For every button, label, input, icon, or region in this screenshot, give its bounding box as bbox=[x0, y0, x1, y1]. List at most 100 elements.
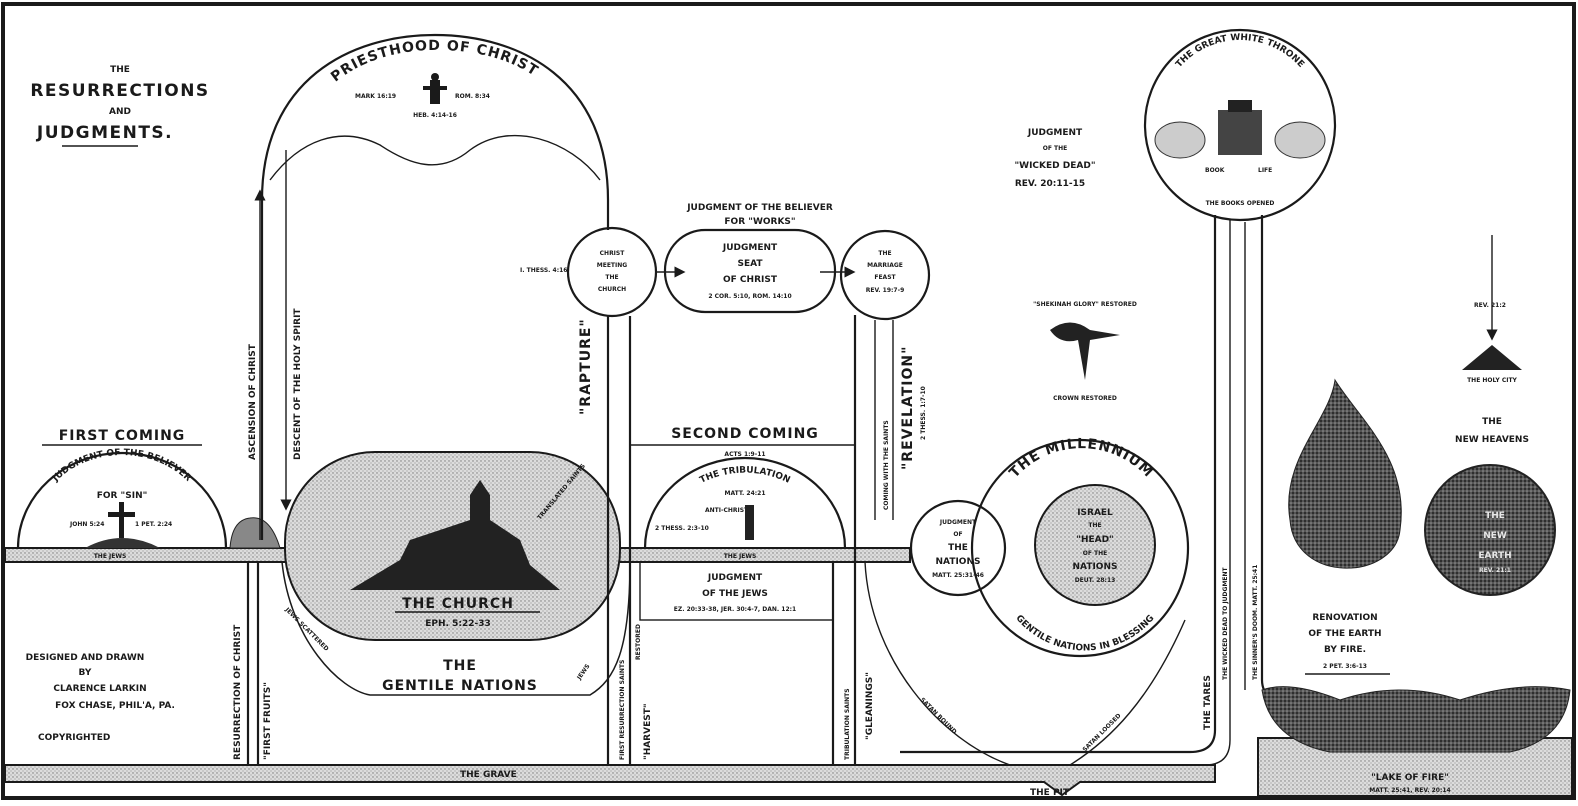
israel-label: "HEAD" bbox=[1076, 535, 1114, 545]
resurrection-of-christ-label: RESURRECTION OF CHRIST bbox=[233, 624, 243, 760]
revelation-ref: 2 THESS. 1:7-10 bbox=[920, 386, 927, 440]
church-building-icon bbox=[350, 480, 560, 590]
jews-restored-label: JEWS bbox=[575, 663, 591, 682]
nations-label: THE bbox=[948, 543, 968, 553]
tribulation-thess-ref: 2 THESS. 2:3-10 bbox=[655, 525, 709, 532]
credits: DESIGNED AND DRAWN BY CLARENCE LARKIN FO… bbox=[26, 653, 175, 743]
ref-label: 1 PET. 2:24 bbox=[135, 521, 172, 528]
meeting-label: THE bbox=[605, 274, 618, 281]
restored-label: RESTORED bbox=[635, 624, 642, 660]
meeting-label: CHRIST bbox=[600, 250, 626, 257]
throne-label: THE GREAT WHITE THRONE bbox=[1174, 33, 1306, 70]
descent-label: DESCENT OF THE HOLY SPIRIT bbox=[293, 308, 303, 460]
ref-label: HEB. 4:14-16 bbox=[413, 112, 457, 119]
renovation-label: RENOVATION bbox=[1312, 613, 1377, 623]
renovation-label: OF THE EARTH bbox=[1308, 629, 1381, 639]
grave-label: THE GRAVE bbox=[460, 770, 517, 780]
jews-band-label: THE JEWS bbox=[94, 553, 127, 560]
judgment-jews-box bbox=[639, 561, 834, 621]
renovation-ref: 2 PET. 3:6-13 bbox=[1323, 663, 1367, 670]
for-sin-label: FOR "SIN" bbox=[97, 491, 148, 501]
tribulation-ref: MATT. 24:21 bbox=[724, 490, 765, 497]
new-earth-label: NEW bbox=[1483, 531, 1507, 541]
church-label: THE CHURCH bbox=[402, 596, 514, 612]
priesthood-arch bbox=[260, 33, 610, 540]
judgment-seat-label: SEAT bbox=[737, 259, 763, 269]
title-line: JUDGMENTS. bbox=[36, 123, 173, 143]
books-opened-label: THE BOOKS OPENED bbox=[1206, 200, 1275, 207]
title-line: AND bbox=[109, 107, 131, 117]
new-earth-label: THE bbox=[1485, 511, 1505, 521]
ref-label: MARK 16:19 bbox=[355, 93, 396, 100]
wicked-to-judgment-label: THE WICKED DEAD TO JUDGMENT bbox=[1222, 566, 1229, 680]
israel-label: NATIONS bbox=[1073, 562, 1118, 572]
title-line: RESURRECTIONS bbox=[30, 81, 209, 101]
earth-on-fire-icon bbox=[1288, 378, 1402, 569]
second-coming-ref: ACTS 1:9-11 bbox=[724, 451, 765, 458]
israel-label: OF THE bbox=[1083, 550, 1108, 557]
new-heavens-label: NEW HEAVENS bbox=[1455, 435, 1529, 445]
judgment-jews-ref: EZ. 20:33-38, JER. 30:4-7, DAN. 12:1 bbox=[674, 606, 796, 613]
gentile-nations-label: GENTILE NATIONS bbox=[382, 678, 538, 694]
first-coming-label: FIRST COMING bbox=[59, 428, 186, 444]
israel-label: ISRAEL bbox=[1077, 508, 1113, 518]
judgment-for-sin-label: JUDGMENT OF THE BELIEVER bbox=[50, 448, 193, 484]
israel-label: THE bbox=[1088, 522, 1101, 529]
new-earth-globe bbox=[1424, 464, 1556, 596]
ascension-label: ASCENSION OF CHRIST bbox=[248, 343, 258, 460]
ref-label: JOHN 5:24 bbox=[69, 521, 104, 528]
first-coming-dome bbox=[16, 451, 228, 549]
first-fruits-label: "FIRST FRUITS" bbox=[263, 682, 273, 760]
judgment-nations-circle bbox=[909, 499, 1007, 597]
israel-circle bbox=[1034, 484, 1156, 606]
first-resurrection-label: FIRST RESURRECTION SAINTS bbox=[619, 660, 626, 760]
great-white-throne-circle bbox=[1143, 28, 1337, 222]
revelation-label: "REVELATION" bbox=[900, 346, 916, 470]
life-label: LIFE bbox=[1258, 167, 1272, 174]
satan-loosed-label: SATAN LOOSED bbox=[1081, 712, 1122, 753]
credit-line: COPYRIGHTED bbox=[38, 733, 110, 743]
nations-label: NATIONS bbox=[936, 557, 981, 567]
svg-text:JUDGMENT OF THE BELIEVER: JUDGMENT OF THE BELIEVER bbox=[50, 448, 193, 484]
book-label: BOOK bbox=[1205, 167, 1225, 174]
shekinah-label: "SHEKINAH GLORY" RESTORED bbox=[1033, 301, 1137, 308]
judgment-seat-label: JUDGMENT bbox=[722, 243, 778, 253]
tomb-icon bbox=[229, 517, 281, 549]
thess-ref: I. THESS. 4:16 bbox=[520, 267, 567, 274]
nations-ref: MATT. 25:31-46 bbox=[932, 572, 984, 579]
works-header: FOR "WORKS" bbox=[724, 217, 795, 227]
marriage-feast-circle bbox=[839, 229, 931, 321]
feast-label: FEAST bbox=[874, 274, 896, 281]
sinners-doom-label: THE SINNER'S DOOM. MATT. 25:41 bbox=[1252, 565, 1259, 680]
nations-label: OF bbox=[953, 531, 962, 538]
harvest-label: "HARVEST" bbox=[643, 703, 653, 760]
holy-city-label: THE HOLY CITY bbox=[1467, 377, 1517, 384]
millennium-circle bbox=[970, 438, 1190, 658]
new-earth-ref: REV. 21:1 bbox=[1479, 567, 1511, 574]
judgment-jews-label: OF THE JEWS bbox=[702, 589, 768, 599]
gentile-nations-label: THE bbox=[443, 658, 477, 674]
lake-of-fire-label: "LAKE OF FIRE" bbox=[1371, 773, 1449, 783]
christ-meeting-church-circle bbox=[566, 226, 658, 318]
judgment-jews-label: JUDGMENT bbox=[707, 573, 763, 583]
lake-of-fire-ref: MATT. 25:41, REV. 20:14 bbox=[1369, 787, 1450, 794]
cross-icon bbox=[85, 502, 160, 548]
tribulation-saints-label: TRIBULATION SAINTS bbox=[844, 688, 851, 760]
wicked-dead-label: "WICKED DEAD" bbox=[1014, 161, 1095, 171]
credit-line: DESIGNED AND DRAWN bbox=[26, 653, 145, 663]
credit-line: CLARENCE LARKIN bbox=[53, 684, 146, 694]
wicked-dead-label: JUDGMENT bbox=[1027, 128, 1083, 138]
holy-city-icon bbox=[1462, 345, 1522, 370]
feast-label: MARRIAGE bbox=[867, 262, 903, 269]
priest-figure-icon bbox=[423, 73, 447, 104]
credit-line: FOX CHASE, PHIL'A, PA. bbox=[55, 701, 175, 711]
tares-label: THE TARES bbox=[1203, 675, 1213, 730]
judgment-seat-ref: 2 COR. 5:10, ROM. 14:10 bbox=[708, 293, 791, 300]
svg-text:THE TRIBULATION: THE TRIBULATION bbox=[698, 466, 791, 486]
diagram-title: THE RESURRECTIONS AND JUDGMENTS. bbox=[30, 65, 209, 147]
new-earth-label: EARTH bbox=[1478, 551, 1511, 561]
jews-band-label: THE JEWS bbox=[724, 553, 757, 560]
satan-bound-label: SATAN BOUND bbox=[919, 696, 958, 735]
